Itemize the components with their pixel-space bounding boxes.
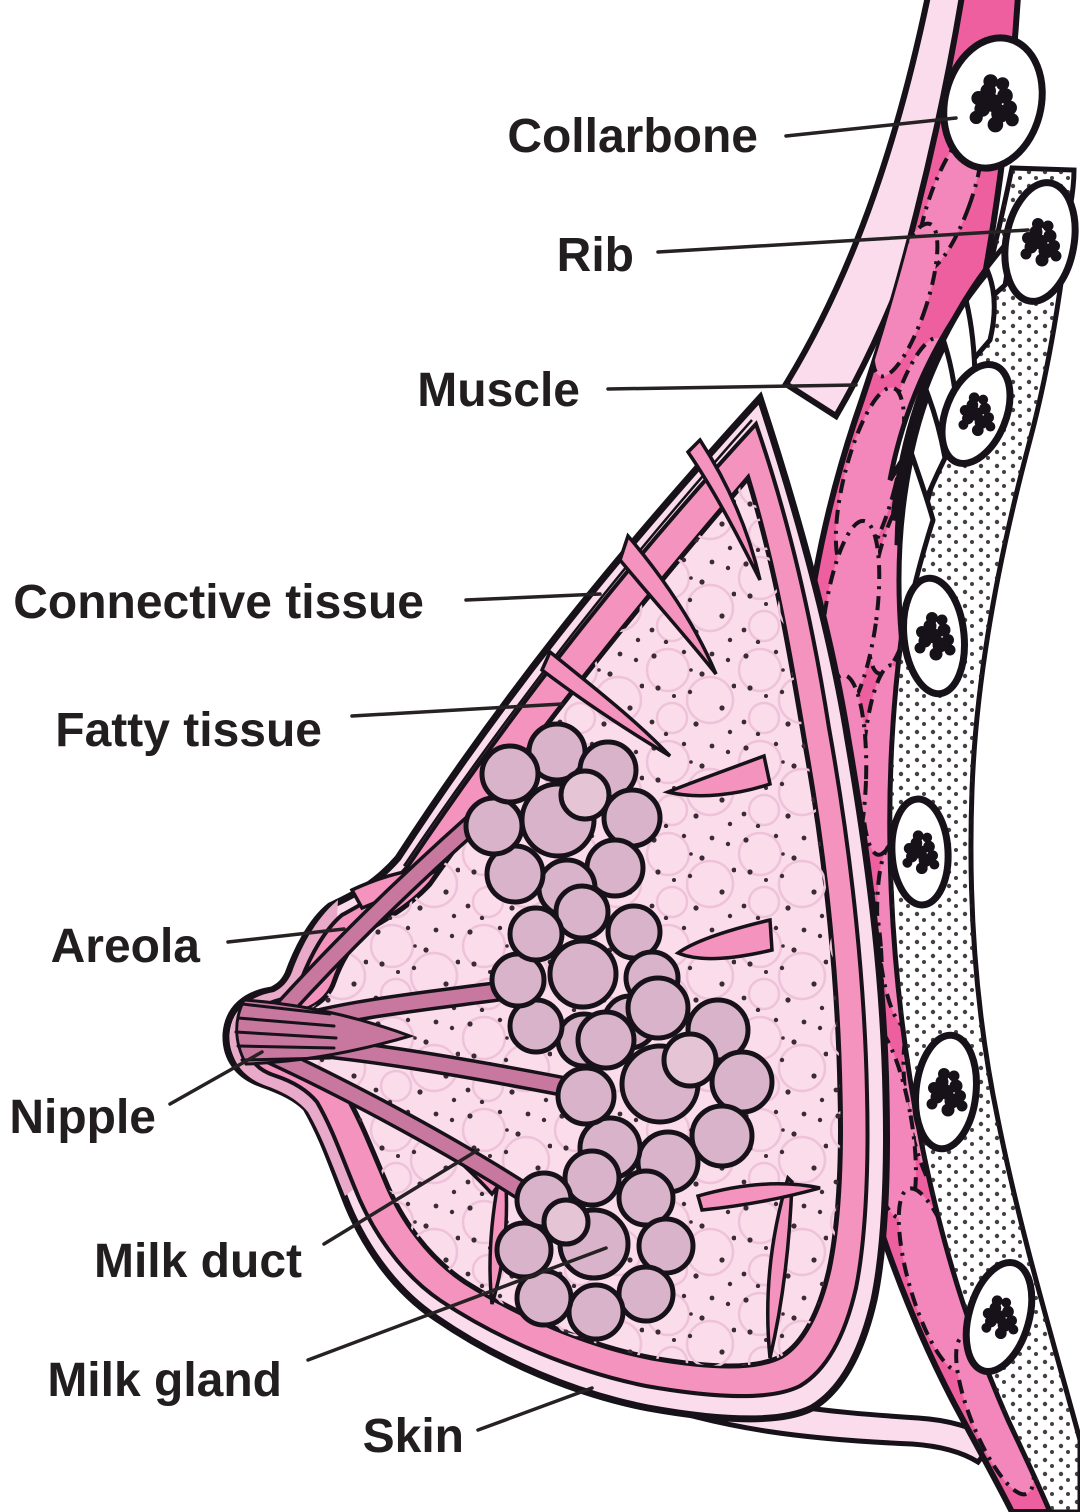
milk-gland-cluster — [463, 721, 663, 919]
label-muscle: Muscle — [417, 364, 580, 417]
bones — [888, 34, 1079, 1375]
cartilage-texture — [889, 168, 1080, 1512]
label-nipple: Nipple — [9, 1091, 156, 1144]
rib-bone — [1001, 179, 1079, 305]
rib-cage-column — [887, 165, 1080, 1512]
collarbone-bone — [940, 34, 1046, 172]
leader-skin-line — [476, 1386, 594, 1432]
milk-gland-cluster — [494, 1148, 696, 1342]
label-connective-tissue: Connective tissue — [13, 576, 424, 629]
leader-rib-line — [656, 228, 1030, 254]
leader-areola-line — [226, 927, 346, 944]
label-fatty-tissue: Fatty tissue — [55, 704, 322, 757]
label-skin: Skin — [363, 1410, 464, 1463]
leader-nipple-line — [168, 1050, 264, 1106]
leader-muscle-line — [606, 383, 858, 391]
leader-lines — [168, 116, 1030, 1432]
leader-fatty-tissue-line — [350, 702, 564, 718]
label-collarbone: Collarbone — [507, 110, 758, 163]
rib-bone — [888, 795, 952, 909]
label-areola: Areola — [51, 920, 201, 973]
rib-bone — [912, 1031, 980, 1153]
leader-milk-duct-line — [322, 1148, 480, 1246]
leader-collarbone-line — [784, 116, 958, 138]
rib-bone — [938, 360, 1014, 468]
rib-bone — [900, 574, 968, 698]
milk-gland-cluster — [555, 975, 775, 1195]
labels: Collarbone Rib Muscle Connective tissue … — [9, 110, 758, 1463]
tendon-fan — [887, 239, 1010, 646]
leader-connective-tissue-line — [464, 592, 602, 602]
rib-bone — [962, 1259, 1036, 1375]
milk-glands — [463, 721, 775, 1342]
label-milk-duct: Milk duct — [94, 1235, 302, 1288]
label-rib: Rib — [557, 229, 634, 282]
nipple — [234, 998, 415, 1066]
label-milk-gland: Milk gland — [47, 1354, 282, 1407]
leader-milk-gland-line — [306, 1246, 608, 1362]
